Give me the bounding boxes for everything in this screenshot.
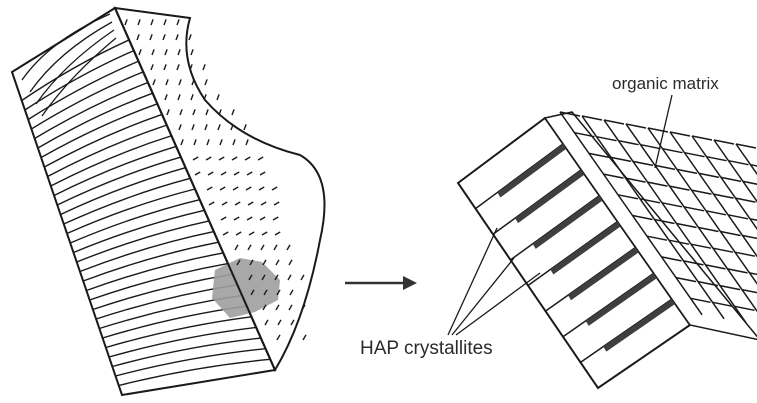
hap-pointer-3 — [456, 273, 540, 335]
hap-pointer-1 — [448, 228, 497, 335]
transition-arrow — [345, 276, 417, 290]
texture-dash — [189, 34, 191, 40]
texture-dash — [217, 94, 219, 100]
hap-crystallites-label: HAP crystallites — [360, 338, 493, 360]
texture-dash — [205, 79, 207, 85]
texture-dash — [232, 109, 234, 115]
texture-dash — [303, 335, 306, 340]
texture-dash — [203, 64, 205, 70]
organic-matrix-label: organic matrix — [612, 74, 719, 94]
texture-dash — [204, 94, 206, 100]
texture-dash — [244, 124, 246, 130]
brick-structure — [458, 112, 757, 388]
texture-dash — [191, 49, 193, 55]
texture-dash — [219, 109, 221, 115]
enamel-block — [12, 8, 325, 395]
hap-pointer-2 — [452, 258, 514, 335]
organic-matrix-pointer — [655, 95, 672, 168]
texture-dash — [190, 64, 192, 70]
